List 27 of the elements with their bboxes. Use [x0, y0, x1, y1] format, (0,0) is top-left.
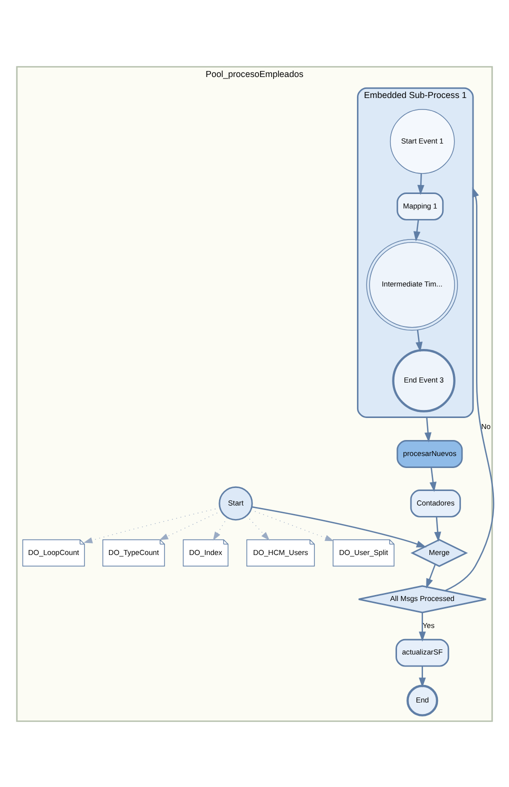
arrow	[418, 612, 426, 642]
edge-label: No	[481, 422, 491, 431]
node-circle: Intermediate Tim...	[366, 238, 458, 330]
node-circle: End	[406, 684, 438, 716]
node-box: Mapping 1	[396, 192, 444, 220]
arrow	[159, 510, 222, 540]
node-box: Contadores	[410, 489, 461, 517]
arrow	[246, 514, 270, 540]
arrow	[252, 506, 427, 547]
arrow	[434, 516, 442, 542]
node-circle: End Event 3	[392, 348, 456, 412]
arrow	[212, 516, 228, 540]
node-box: procesarNuevos	[396, 440, 463, 468]
edge-label: Yes	[422, 620, 435, 630]
node-circle: Start Event 1	[390, 108, 455, 174]
arrow	[426, 564, 436, 588]
arrow	[430, 466, 436, 492]
node-box: actualizarSF	[396, 638, 450, 666]
arrow	[418, 666, 426, 688]
arrow	[444, 186, 494, 591]
arrow	[417, 173, 424, 194]
arrow	[413, 219, 420, 241]
arrow	[416, 329, 423, 352]
arrow	[424, 416, 432, 442]
node-diamond: All Msgs Processed	[358, 584, 487, 613]
node-circle: Start	[218, 486, 253, 520]
arrow	[250, 509, 334, 541]
